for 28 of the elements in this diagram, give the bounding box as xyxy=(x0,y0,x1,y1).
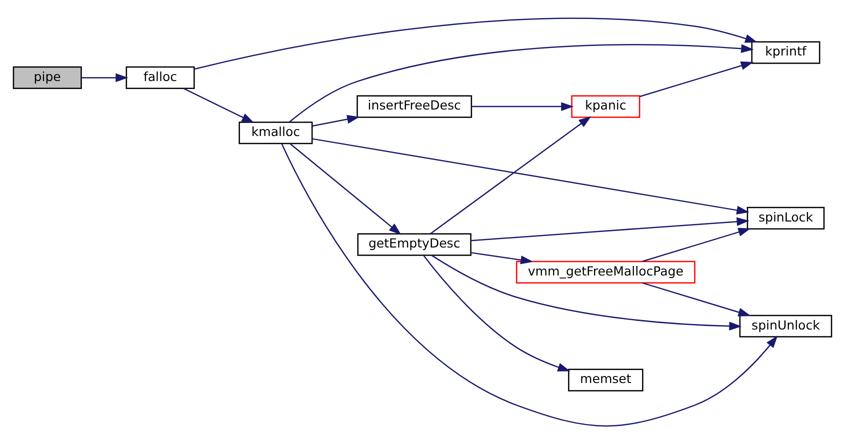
node-box: getEmptyDesc xyxy=(357,232,472,256)
arrow xyxy=(194,17,758,70)
node-box: spinLock xyxy=(746,206,825,229)
arrow xyxy=(290,142,402,234)
arrow xyxy=(472,102,574,110)
arrow xyxy=(289,44,754,122)
arrow xyxy=(430,116,592,234)
arrow xyxy=(470,216,750,241)
arrow xyxy=(281,143,778,426)
arrow xyxy=(640,60,754,97)
node-box: spinUnlock xyxy=(739,314,832,337)
arrow xyxy=(431,254,742,330)
node-box: falloc xyxy=(126,66,195,88)
arrow xyxy=(642,227,751,262)
node-box: insertFreeDesc xyxy=(356,94,472,118)
node-box: kmalloc xyxy=(238,121,313,144)
arrow xyxy=(312,114,360,126)
arrow xyxy=(312,138,750,214)
node-box: kprintf xyxy=(751,40,820,64)
node-box: memset xyxy=(568,368,644,391)
arrow xyxy=(471,252,534,264)
arrow xyxy=(642,282,751,316)
node-box: kpanic xyxy=(571,94,640,118)
node-box: vmm_getFreeMallocPage xyxy=(516,260,696,283)
node-box: pipe xyxy=(12,66,82,88)
arrow xyxy=(423,254,570,371)
arrow xyxy=(82,72,128,82)
arrow xyxy=(184,88,254,123)
